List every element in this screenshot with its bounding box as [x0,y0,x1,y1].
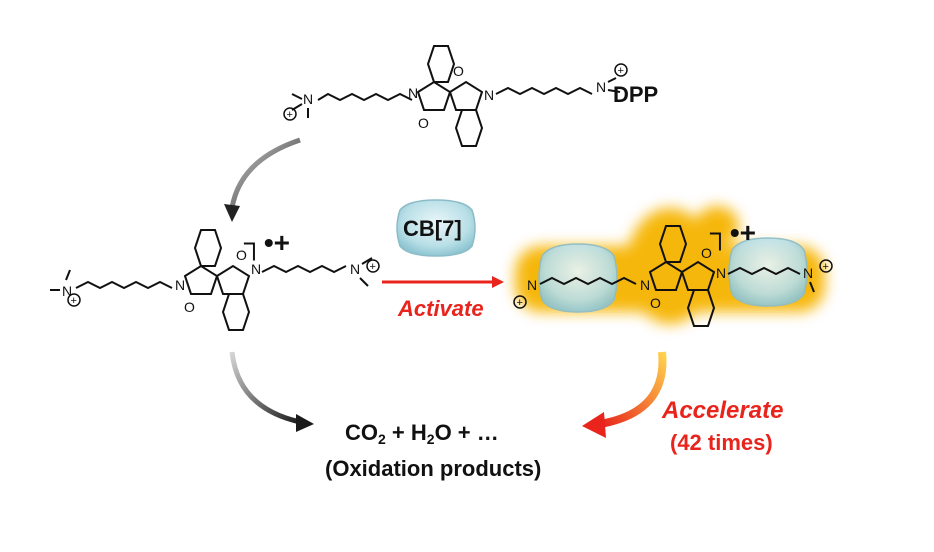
cb7-dpp-complex: N + N N O O N + ┐•+ [513,206,833,327]
alkyl-chain-right [495,86,593,96]
svg-text:N: N [640,277,650,293]
svg-text:+: + [287,109,293,121]
positive-charge-icon [614,63,628,77]
positive-charge-icon [513,295,527,309]
products-caption: (Oxidation products) [325,456,542,481]
svg-text:+: + [517,297,523,309]
svg-text:O: O [236,247,247,263]
svg-text:O: O [650,295,661,311]
svg-text:O: O [453,63,464,79]
svg-text:O: O [701,245,712,261]
cb7-macrocycle [396,199,476,257]
svg-text:+: + [370,261,376,273]
svg-text:+: + [823,261,829,273]
svg-text:O: O [418,115,429,131]
svg-text:O: O [184,299,195,315]
arrow-top-to-left [224,137,301,222]
positive-charge-icon [366,259,380,273]
accelerate-arrow [582,351,667,438]
alkyl-chain-left [539,276,637,286]
ammonium-n-left: N [303,91,313,107]
alkyl-chain-left [317,92,413,102]
dpp-molecule-top: N + N N O O N + [283,45,628,147]
svg-text:N: N [408,85,418,101]
arrow-left-to-products [229,351,314,432]
cb7-label: CB[7] [403,216,462,241]
svg-text:N: N [484,87,494,103]
svg-text:N: N [527,277,537,293]
svg-text:N: N [716,265,726,281]
svg-text:N: N [251,261,261,277]
radical-cation-mark: ┐•+ [709,217,756,251]
dpp-label: DPP [613,82,659,107]
positive-charge-icon [283,107,297,121]
alkyl-chain-left [75,280,173,290]
alkyl-chain-right [261,264,347,274]
accelerate-label: Accelerate [662,397,784,424]
svg-text:+: + [71,295,77,307]
ammonium-n-right: N [596,79,606,95]
positive-charge-icon [819,259,833,273]
acceleration-factor-label: (42 times) [670,430,773,455]
radical-cation-mark: ┐•+ [243,227,290,261]
products-formula: CO2 + H2O + … [345,420,499,447]
svg-text:N: N [803,265,813,281]
svg-text:N: N [62,283,72,299]
dpp-radical-cation-left: N + N N O O N + ┐•+ [50,227,380,331]
svg-text:N: N [350,261,360,277]
alkyl-chain-right [727,266,801,276]
activate-arrow [382,276,504,288]
activate-label: Activate [398,296,484,321]
positive-charge-icon [67,293,81,307]
svg-text:N: N [175,277,185,293]
svg-text:+: + [618,65,624,77]
